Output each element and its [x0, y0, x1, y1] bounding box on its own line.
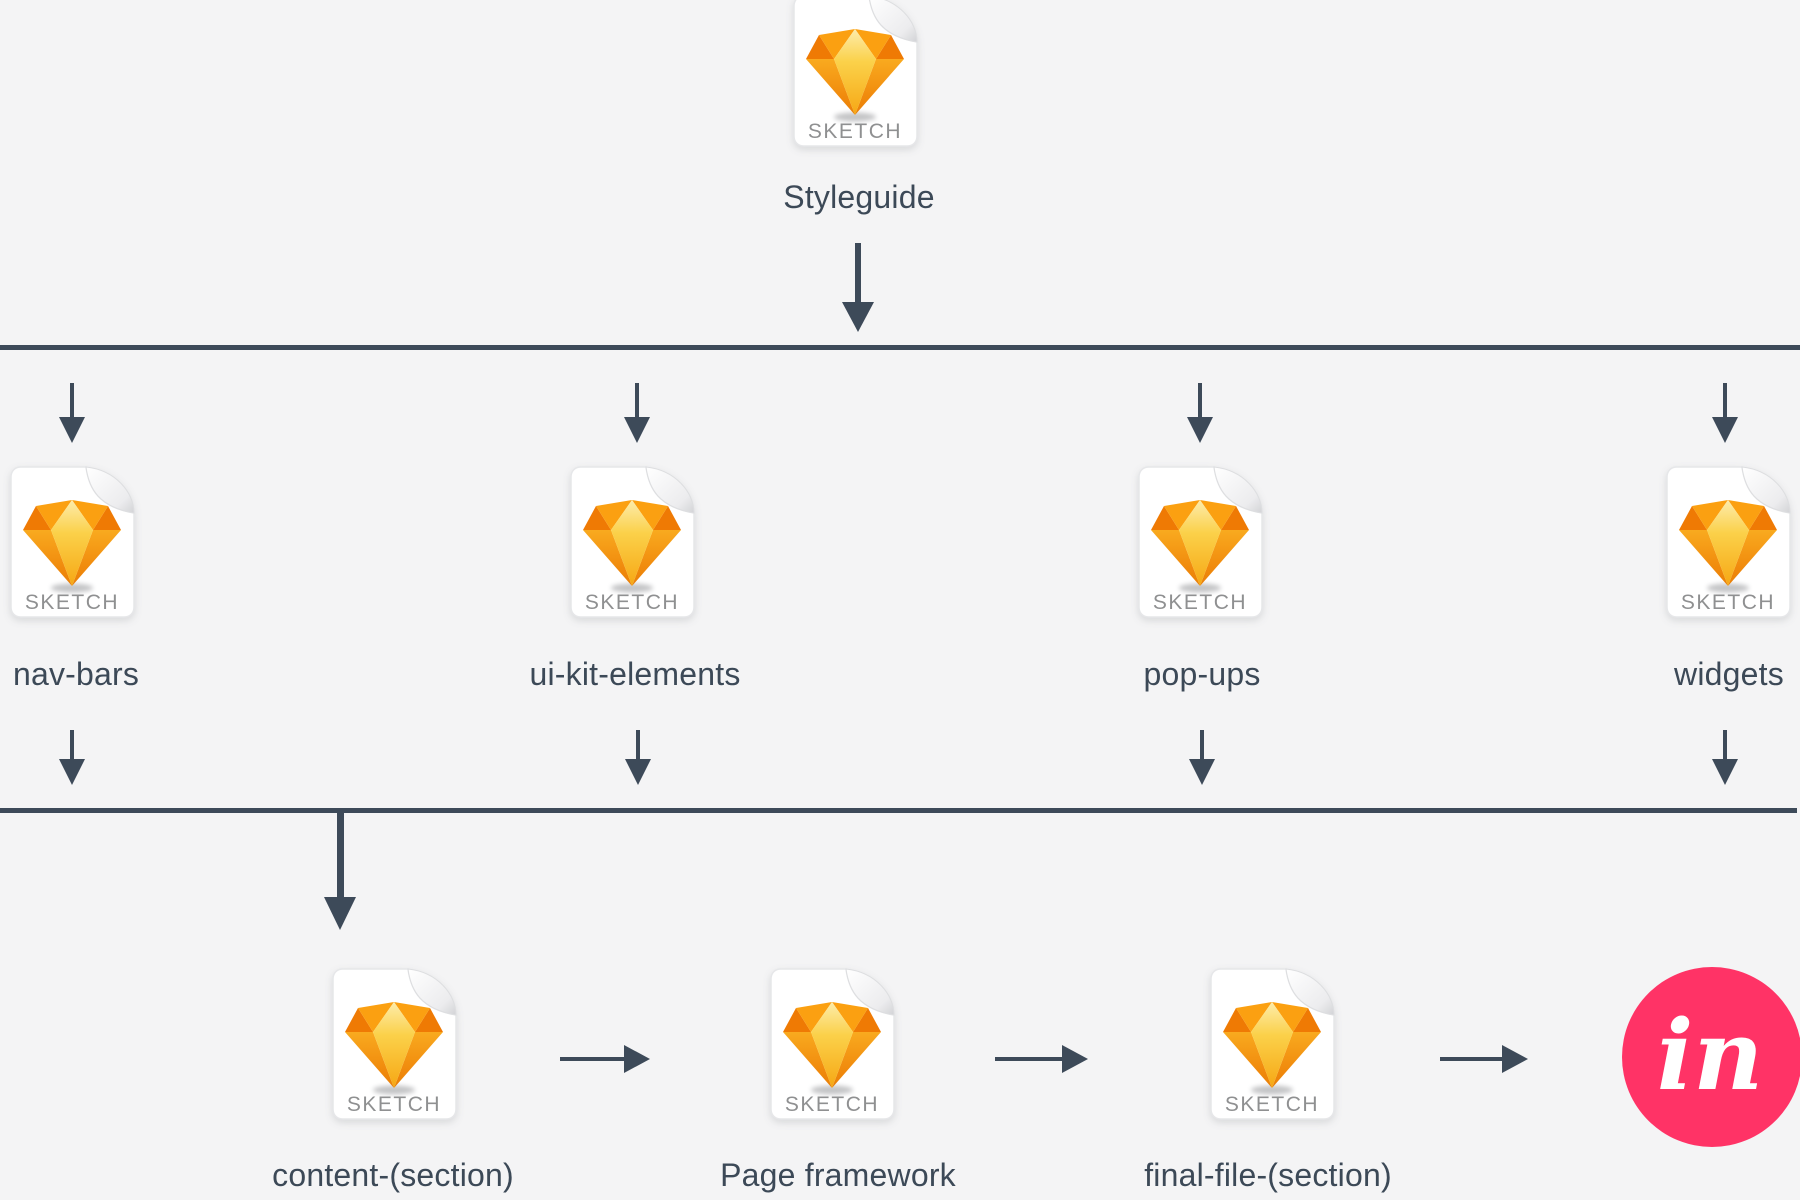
node-label-content-section: content-(section): [272, 1157, 514, 1193]
right-arrow-framework-to-final: [995, 1045, 1088, 1073]
down-arrow-styleguide: [842, 243, 874, 332]
invision-logo-text: in: [1657, 999, 1763, 1112]
sketch-file-icon-pop-ups: [1138, 466, 1263, 618]
right-arrow-content-to-framework: [560, 1045, 650, 1073]
down-arrow-merge: [324, 810, 356, 930]
down-arrow-from-ui-kit-elements: [625, 730, 651, 785]
sketch-file-icon-nav-bars: [10, 466, 135, 618]
sketch-file-icon-content-section: [332, 968, 457, 1120]
node-label-final-file-section: final-file-(section): [1144, 1157, 1392, 1193]
down-arrow-to-widgets: [1712, 383, 1738, 443]
sketch-file-icon-styleguide: [793, 0, 918, 147]
sketch-file-icon-ui-kit-elements: [570, 466, 695, 618]
merge-divider-line: [0, 808, 1797, 813]
right-arrow-final-to-invision: [1440, 1045, 1528, 1073]
down-arrow-from-nav-bars: [59, 730, 85, 785]
node-label-styleguide: Styleguide: [783, 179, 935, 215]
sketch-file-icon-page-framework: [770, 968, 895, 1120]
down-arrow-to-ui-kit-elements: [624, 383, 650, 443]
node-label-page-framework: Page framework: [720, 1157, 956, 1193]
down-arrow-from-pop-ups: [1189, 730, 1215, 785]
node-label-ui-kit-elements: ui-kit-elements: [529, 656, 741, 692]
node-label-widgets: widgets: [1674, 656, 1784, 692]
branch-divider-line: [0, 345, 1800, 350]
sketch-file-icon-widgets: [1666, 466, 1791, 618]
node-label-pop-ups: pop-ups: [1143, 656, 1261, 692]
down-arrow-from-widgets: [1712, 730, 1738, 785]
invision-logo: in: [1622, 967, 1800, 1147]
down-arrow-to-nav-bars: [59, 383, 85, 443]
down-arrow-to-pop-ups: [1187, 383, 1213, 443]
node-label-nav-bars: nav-bars: [12, 656, 140, 692]
sketch-file-icon-final-file-section: [1210, 968, 1335, 1120]
